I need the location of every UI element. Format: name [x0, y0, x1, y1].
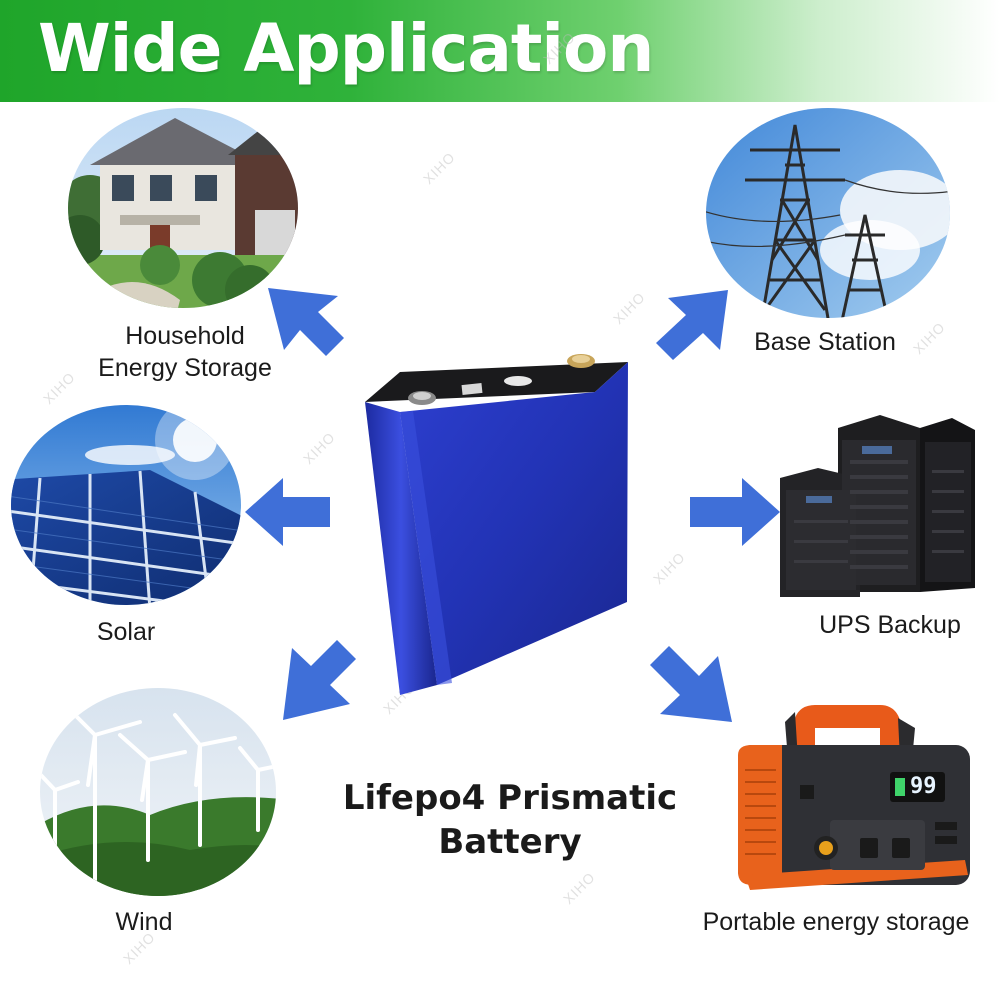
arrow-to-portable: [650, 646, 732, 722]
wind-image: [40, 688, 276, 896]
base-station-image: [706, 108, 950, 318]
arrows: [245, 288, 780, 722]
wind-label: Wind: [115, 908, 173, 936]
household-label: Household Energy Storage: [80, 320, 290, 384]
arrow-to-ups: [690, 478, 780, 546]
ups-image: [780, 415, 975, 597]
arrow-to-household: [268, 288, 344, 356]
header-banner: Wide Application: [0, 0, 1000, 102]
product-title-line2: Battery: [438, 822, 582, 862]
arrow-to-solar: [245, 478, 330, 546]
product-title: Lifepo4 Prismatic Battery: [300, 776, 720, 864]
solar-label: Solar: [96, 618, 156, 646]
ups-label: UPS Backup: [819, 611, 961, 639]
base-station-label: Base Station: [754, 328, 896, 356]
arrow-to-wind: [283, 640, 356, 720]
power-station-display: 99: [910, 774, 937, 799]
portable-label: Portable energy storage: [702, 908, 970, 936]
product-title-line1: Lifepo4 Prismatic: [342, 778, 678, 818]
household-label-line2: Energy Storage: [98, 354, 272, 382]
arrow-to-base-station: [656, 290, 728, 360]
banner-title: Wide Application: [38, 10, 654, 87]
household-label-line1: Household: [125, 322, 245, 350]
portable-power-station-image: [738, 705, 970, 890]
lifepo4-battery-image: [365, 354, 628, 695]
solar-image: [11, 405, 241, 605]
